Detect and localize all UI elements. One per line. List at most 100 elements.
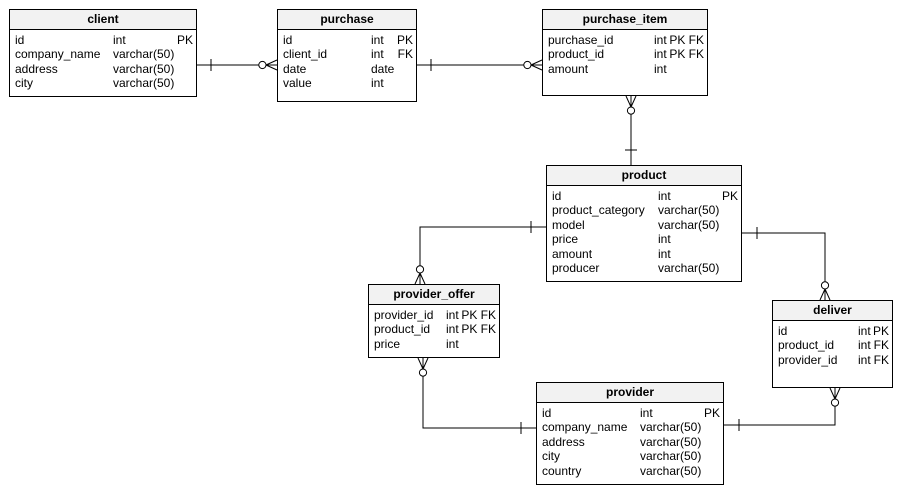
column-name: provider_id: [374, 308, 434, 322]
column-name: price: [374, 336, 401, 351]
column-row: producer varchar(50): [552, 261, 741, 275]
zero-marker: [418, 368, 428, 377]
column-type: int: [658, 189, 671, 203]
column-key: PK: [703, 406, 720, 420]
column-name: amount: [552, 246, 593, 261]
column-type: int: [654, 61, 667, 76]
column-row: model varchar(50): [552, 218, 741, 232]
zero-marker: [820, 281, 830, 290]
column-type: varchar(50): [113, 47, 175, 62]
column-name: client_id: [283, 47, 328, 62]
column-key: PK: [872, 324, 889, 338]
column-type: varchar(50): [113, 61, 175, 76]
column-name: model: [552, 217, 585, 232]
column-name: company_name: [15, 47, 101, 62]
relationship-line: [742, 232, 826, 300]
column-name: value: [283, 76, 312, 91]
relationship-provider-provider-offer: [417, 357, 536, 434]
column-name: id: [542, 406, 552, 420]
column-type: varchar(50): [640, 449, 702, 464]
column-type: int: [858, 324, 871, 338]
column-row: price int: [374, 337, 499, 351]
column-key: FK: [397, 47, 413, 62]
crows-foot-prong: [625, 95, 632, 108]
column-name: id: [15, 33, 25, 47]
column-type: date: [371, 61, 395, 76]
crows-foot-prong: [630, 95, 637, 108]
column-name: product_id: [374, 322, 431, 337]
column-name: product_id: [548, 47, 605, 62]
table-title: product: [547, 166, 741, 186]
column-type: int: [658, 246, 671, 261]
column-type: int: [446, 308, 459, 322]
column-type: varchar(50): [658, 203, 720, 218]
column-name: provider_id: [778, 352, 838, 367]
column-row: amount int: [548, 62, 707, 76]
column-type: int: [654, 33, 667, 47]
relationship-product-provider-offer: [414, 221, 546, 285]
zero-marker: [258, 60, 267, 70]
column-type: int: [858, 338, 871, 353]
crows-foot-prong: [824, 288, 831, 301]
table-title: client: [10, 10, 196, 30]
relationship-line: [724, 388, 836, 426]
column-type: int: [658, 232, 671, 247]
crows-foot-prong: [422, 357, 429, 370]
column-row: amount int: [552, 247, 741, 261]
column-type: varchar(50): [640, 420, 702, 435]
column-name: city: [15, 76, 33, 91]
zero-marker: [415, 265, 425, 274]
column-type: varchar(50): [658, 260, 720, 275]
column-type: int: [371, 33, 384, 47]
column-type: int: [654, 47, 667, 62]
crows-foot-prong: [414, 272, 421, 285]
column-key: PK FK: [669, 33, 704, 47]
column-name: amount: [548, 61, 589, 76]
column-key: PK: [721, 189, 738, 203]
column-name: address: [15, 61, 58, 76]
column-name: city: [542, 449, 560, 464]
crows-foot-prong: [530, 64, 543, 71]
column-type: int: [446, 336, 459, 351]
crows-foot-prong: [530, 59, 543, 66]
column-type: varchar(50): [640, 434, 702, 449]
column-name: id: [778, 324, 788, 338]
relationship-line: [422, 358, 536, 429]
column-row: address varchar(50): [15, 62, 196, 76]
column-name: producer: [552, 260, 600, 275]
column-name: id: [283, 33, 293, 47]
column-type: varchar(50): [658, 217, 720, 232]
column-name: address: [542, 434, 585, 449]
column-key: PK: [396, 33, 413, 47]
column-name: country: [542, 463, 582, 478]
relationship-product-purchase-item: [625, 95, 637, 165]
column-key: PK FK: [669, 47, 704, 62]
column-type: int: [371, 47, 384, 62]
column-row: address varchar(50): [542, 435, 723, 449]
crows-foot-prong: [829, 387, 836, 400]
column-type: int: [858, 352, 871, 367]
